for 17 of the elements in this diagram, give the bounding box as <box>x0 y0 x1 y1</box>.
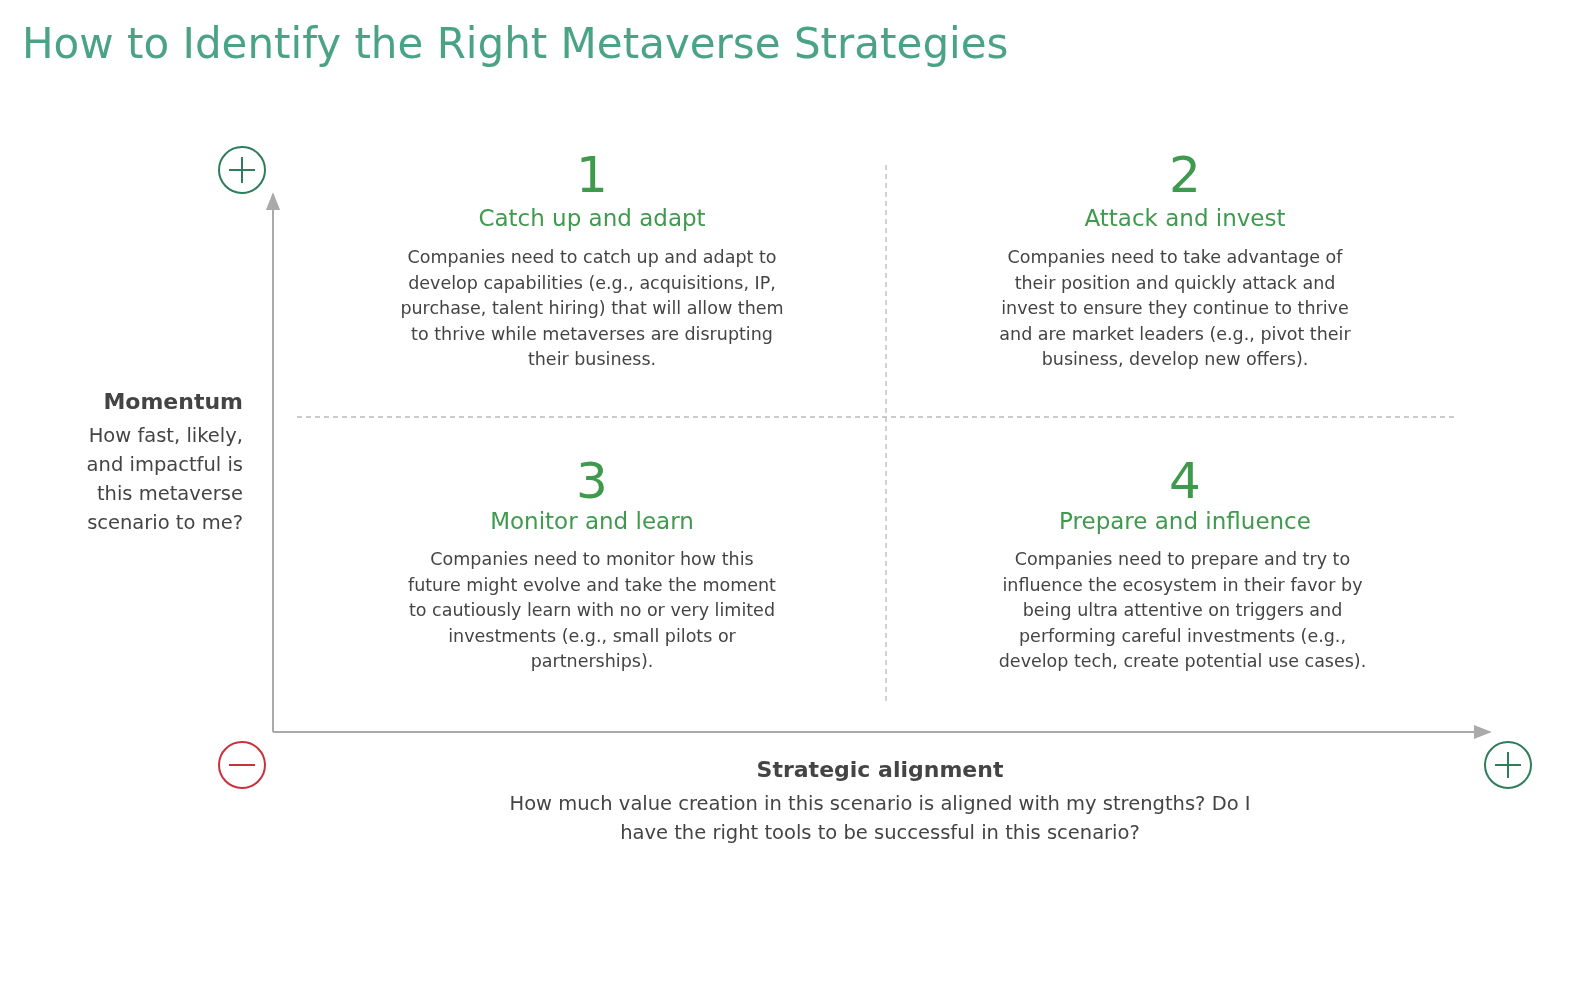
quadrant-number: 1 <box>575 148 609 202</box>
quadrant-number: 3 <box>575 454 609 508</box>
quadrant-heading: Catch up and adapt <box>477 204 707 232</box>
quadrant-number: 2 <box>1168 148 1202 202</box>
quadrant-description: Companies need to prepare and try to influence the ecosystem in their favor by being ultra attentive on triggers and performing careful investments (e.g., develop tech, create potential use cases). <box>997 548 1368 673</box>
quadrant-number: 4 <box>1168 454 1202 508</box>
quadrant-heading: Attack and invest <box>1083 204 1287 232</box>
quadrant-heading: Monitor and learn <box>489 507 695 535</box>
quadrant-description: Companies need to take advantage of their position and quickly attack and invest to ensure they continue to thrive and are market leaders (e.g., pivot their business, develop new offers). <box>998 246 1352 371</box>
axis-description: How much value creation in this scenario is aligned with my strengths? Do I have the right tools to be successful in this scenario? <box>508 791 1252 846</box>
quadrant-description: Companies need to catch up and adapt to develop capabilities (e.g., acquisitions, IP, purchase, talent hiring) that will allow them to thrive while metaverses are disrupting their business. <box>399 246 785 371</box>
axis-description: How fast, likely, and impactful is this metaverse scenario to me? <box>85 423 243 536</box>
title: How to Identify the Right Metaverse Strategies <box>22 18 1009 70</box>
axis-title: Strategic alignment <box>755 756 1005 784</box>
axis-title: Momentum <box>102 388 243 416</box>
quadrant-description: Companies need to monitor how this future might evolve and take the moment to cautiously learn with no or very limited investments (e.g., small pilots or partnerships). <box>407 548 777 673</box>
quadrant-heading: Prepare and influence <box>1058 507 1312 535</box>
